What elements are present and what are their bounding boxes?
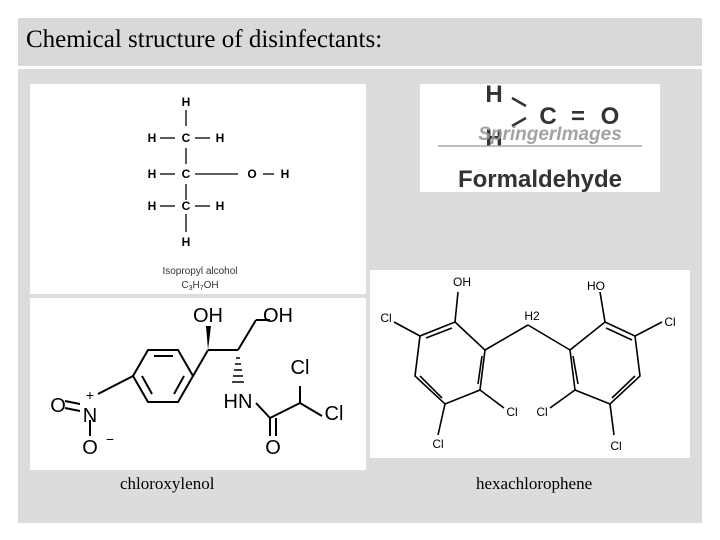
atom-h-bottom: H (182, 235, 191, 249)
atom-o: O (247, 167, 256, 181)
chloramphenicol-structure: OH OH Cl Cl HN O O N O + − (50, 305, 344, 459)
atom-o: O (601, 103, 620, 130)
isopropyl-alcohol-panel: H H C H H C O H H C H H Isopropyl alcoho… (30, 84, 366, 294)
double-bond: = (571, 103, 585, 130)
stereo-wedge (206, 326, 211, 350)
atom-h-top: H (182, 95, 191, 109)
methylene-label: H2 (524, 309, 540, 323)
chlorine-label: Cl (380, 311, 391, 325)
atom-h: H (485, 84, 502, 108)
stereo-hash (232, 357, 244, 383)
nitro-n-label: N (83, 405, 97, 427)
chlorine-label: Cl (536, 405, 547, 419)
left-structure-panel: OH OH Cl Cl HN O O N O + − (30, 298, 366, 470)
atom-h: H (216, 131, 225, 145)
chlorine-label: Cl (432, 437, 443, 451)
isopropyl-formula: C3H7OH (181, 280, 218, 292)
formaldehyde-panel: H H C = O SpringerImages Formaldehyde (420, 81, 660, 193)
caption-right: hexachlorophene (476, 474, 593, 493)
atom-h: H (216, 199, 225, 213)
springer-watermark: SpringerImages (478, 124, 622, 145)
nitro-o-label: O (82, 437, 98, 459)
charge-minus: − (106, 431, 114, 447)
atom-c3: C (182, 199, 191, 213)
atom-h: H (148, 199, 157, 213)
atom-h-hydroxyl: H (281, 167, 290, 181)
atom-h: H (148, 167, 157, 181)
hydroxyl-label: HO (587, 279, 605, 293)
caption-left: chloroxylenol (120, 474, 215, 493)
hexachlorophene-panel: OH HO H2 Cl Cl Cl Cl Cl Cl (370, 270, 690, 458)
carbonyl-o-label: O (265, 437, 281, 459)
hexachlorophene-structure: OH HO H2 Cl Cl Cl Cl Cl Cl (380, 275, 675, 453)
isopropyl-name: Isopropyl alcohol (162, 266, 237, 277)
formaldehyde-name: Formaldehyde (458, 166, 622, 192)
chlorine-label: Cl (325, 403, 344, 425)
hydroxyl-label: OH (453, 275, 471, 289)
charge-plus: + (86, 387, 94, 403)
chlorine-label: Cl (610, 439, 621, 453)
hydroxyl-label: OH (193, 305, 223, 327)
isopropyl-alcohol-structure: H H C H H C O H H C H H Isopropyl alcoho… (148, 95, 290, 292)
chlorine-label: Cl (664, 315, 675, 329)
atom-h: H (148, 131, 157, 145)
slide-title: Chemical structure of disinfectants: (26, 26, 383, 53)
nitro-o-label: O (50, 395, 66, 417)
atom-c2: C (182, 167, 191, 181)
title-bar: Chemical structure of disinfectants: (18, 18, 702, 69)
hydroxyl-label: OH (263, 305, 293, 327)
atom-c1: C (182, 131, 191, 145)
chlorine-label: Cl (291, 357, 310, 379)
amide-nh-label: HN (224, 391, 253, 413)
atom-c: C (539, 103, 556, 130)
formaldehyde-structure: H H C = O SpringerImages Formaldehyde (438, 81, 642, 193)
chlorine-label: Cl (506, 405, 517, 419)
